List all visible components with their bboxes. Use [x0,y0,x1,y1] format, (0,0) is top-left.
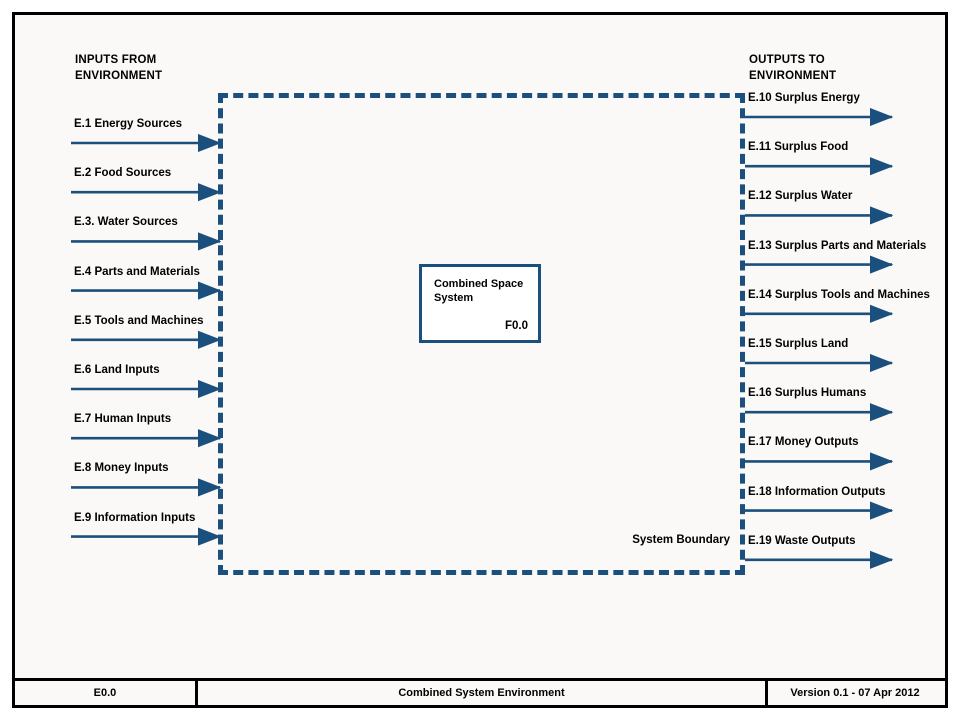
inputs-heading: INPUTS FROM ENVIRONMENT [75,54,163,82]
output-label-E16: E.16 Surplus Humans [748,387,867,400]
title-block-version: Version 0.1 - 07 Apr 2012 [790,687,920,699]
outputs-heading: OUTPUTS TO ENVIRONMENT [749,54,837,82]
input-label-E4: E.4 Parts and Materials [74,265,200,278]
input-label-E3: E.3. Water Sources [74,216,178,229]
input-label-E6: E.6 Land Inputs [74,364,160,376]
input-label-E1: E.1 Energy Sources [74,118,183,130]
output-label-E12: E.12 Surplus Water [748,190,853,203]
output-label-E13: E.13 Surplus Parts and Materials [748,239,927,252]
title-block: E0.0 Combined System Environment Version… [15,678,945,705]
system-boundary-label: System Boundary [632,534,730,546]
title-block-title: Combined System Environment [198,681,768,705]
process-box-title: Combined Space System [434,278,524,304]
process-box-code: F0.0 [504,320,528,332]
input-label-E7: E.7 Human Inputs [74,413,172,426]
process-box-combined-space-system[interactable]: Combined Space System F0.0 [419,264,541,343]
output-label-E19: E.19 Waste Outputs [748,534,856,547]
output-label-E10: E.10 Surplus Energy [748,92,860,104]
input-label-E9: E.9 Information Inputs [74,511,196,524]
drawing-frame [12,12,948,708]
output-label-E17: E.17 Money Outputs [748,436,859,449]
input-label-E8: E.8 Money Inputs [74,462,169,475]
title-block-code: E0.0 [15,681,198,705]
output-label-E18: E.18 Information Outputs [748,485,886,498]
output-label-E15: E.15 Surplus Land [748,338,849,350]
input-label-E5: E.5 Tools and Machines [74,314,204,327]
input-label-E2: E.2 Food Sources [74,167,172,180]
output-label-E14: E.14 Surplus Tools and Machines [748,288,930,301]
output-label-E11: E.11 Surplus Food [748,141,849,154]
